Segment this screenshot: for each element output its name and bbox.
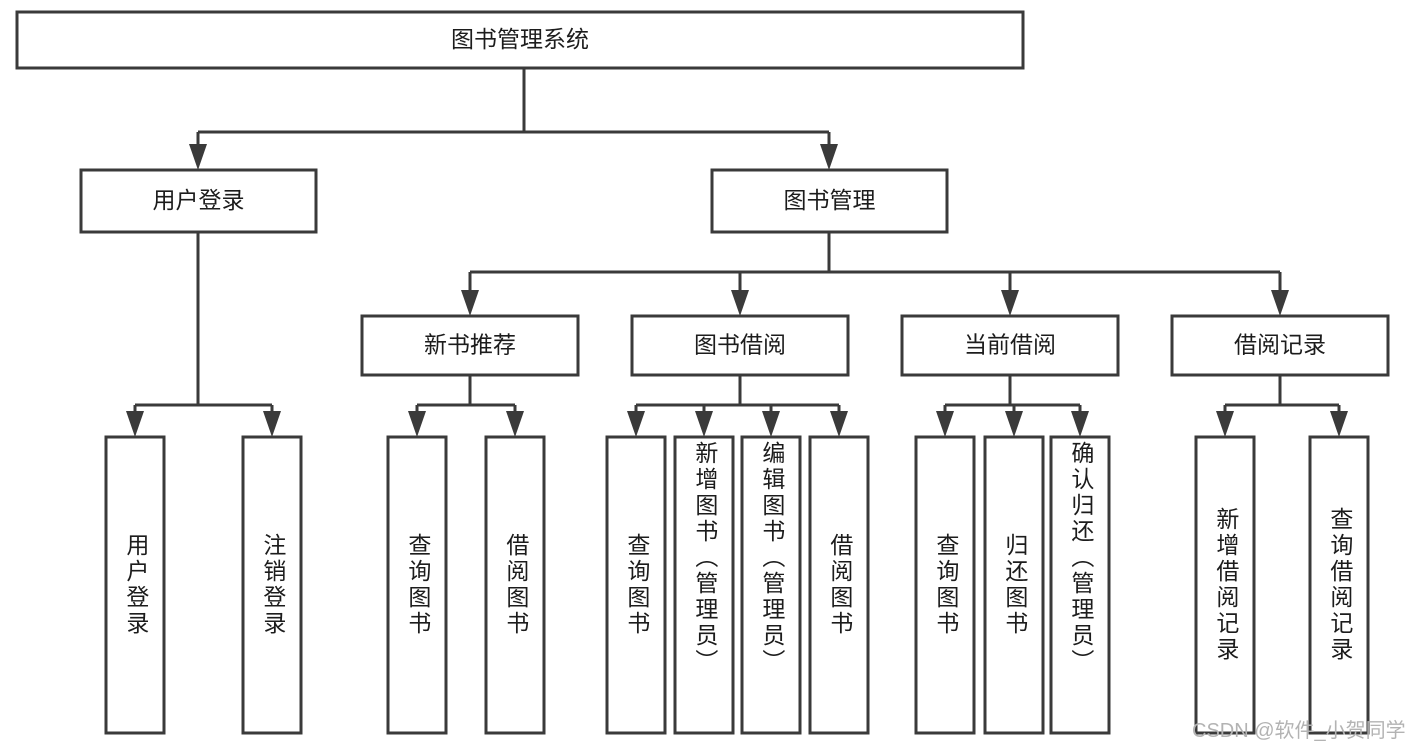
arrow-head-icon bbox=[189, 144, 207, 170]
arrow-head-icon bbox=[1005, 411, 1023, 437]
arrow-head-icon bbox=[695, 411, 713, 437]
level3-node-borrow-record[interactable]: 借阅记录 bbox=[1170, 314, 1390, 377]
arrow-head-icon bbox=[1330, 411, 1348, 437]
level2-node-book-manage[interactable]: 图书管理 bbox=[710, 168, 949, 234]
node-rect[interactable] bbox=[808, 435, 870, 735]
root-node-root[interactable]: 图书管理系统 bbox=[15, 10, 1025, 70]
arrow-head-icon bbox=[1216, 411, 1234, 437]
leaf-node-leaf-query-book-3[interactable] bbox=[914, 435, 976, 735]
node-rect[interactable] bbox=[1049, 435, 1111, 735]
node-label: 图书借阅 bbox=[694, 332, 786, 358]
connector-userlogin-to-leaves bbox=[126, 232, 281, 437]
arrow-head-icon bbox=[506, 411, 524, 437]
leaf-node-leaf-query-book-1[interactable] bbox=[386, 435, 448, 735]
arrow-head-icon bbox=[762, 411, 780, 437]
leaf-node-leaf-add-record[interactable] bbox=[1194, 435, 1256, 735]
arrow-head-icon bbox=[1071, 411, 1089, 437]
node-label: 用户登录 bbox=[153, 187, 245, 213]
level2-node-user-login[interactable]: 用户登录 bbox=[79, 168, 318, 234]
node-rect[interactable] bbox=[1170, 314, 1390, 377]
node-rect[interactable] bbox=[15, 10, 1025, 70]
node-rect[interactable] bbox=[914, 435, 976, 735]
level3-node-book-borrow[interactable]: 图书借阅 bbox=[630, 314, 850, 377]
node-rect[interactable] bbox=[484, 435, 546, 735]
watermark-text: CSDN @软件_小贺同学 bbox=[1192, 720, 1405, 742]
leaf-node-leaf-query-book-2[interactable] bbox=[605, 435, 667, 735]
node-rect[interactable] bbox=[241, 435, 303, 735]
leaf-node-leaf-query-record[interactable] bbox=[1308, 435, 1370, 735]
node-rect[interactable] bbox=[740, 435, 802, 735]
arrow-head-icon bbox=[820, 144, 838, 170]
node-rect[interactable] bbox=[79, 168, 318, 234]
arrow-head-icon bbox=[263, 411, 281, 437]
arrow-head-icon bbox=[1271, 290, 1289, 316]
node-rect[interactable] bbox=[630, 314, 850, 377]
node-label: 图书管理 bbox=[784, 187, 876, 213]
node-rect[interactable] bbox=[900, 314, 1120, 377]
node-rect[interactable] bbox=[360, 314, 580, 377]
arrow-head-icon bbox=[126, 411, 144, 437]
arrow-head-icon bbox=[936, 411, 954, 437]
connector-bookmanage-to-level3 bbox=[461, 232, 1289, 316]
node-rect[interactable] bbox=[710, 168, 949, 234]
connector-root-to-level2 bbox=[189, 68, 838, 170]
leaf-node-leaf-add-book[interactable] bbox=[673, 435, 735, 735]
node-rect[interactable] bbox=[386, 435, 448, 735]
connector-current-to-leaves bbox=[936, 375, 1089, 437]
connector-recommend-to-leaves bbox=[408, 375, 524, 437]
leaf-node-leaf-borrow-book-2[interactable] bbox=[808, 435, 870, 735]
node-rect[interactable] bbox=[983, 435, 1045, 735]
leaf-node-leaf-borrow-book-1[interactable] bbox=[484, 435, 546, 735]
arrow-head-icon bbox=[627, 411, 645, 437]
leaf-node-leaf-return-book[interactable] bbox=[983, 435, 1045, 735]
level3-node-current-borrow[interactable]: 当前借阅 bbox=[900, 314, 1120, 377]
arrow-head-icon bbox=[830, 411, 848, 437]
node-label: 新书推荐 bbox=[424, 332, 516, 358]
connector-borrow-to-leaves bbox=[627, 375, 848, 437]
arrow-head-icon bbox=[461, 290, 479, 316]
level3-node-new-book-recommend[interactable]: 新书推荐 bbox=[360, 314, 580, 377]
arrow-head-icon bbox=[731, 290, 749, 316]
node-rect[interactable] bbox=[605, 435, 667, 735]
leaf-node-leaf-user-login[interactable] bbox=[104, 435, 166, 735]
node-label: 图书管理系统 bbox=[451, 26, 589, 52]
leaf-node-leaf-logout[interactable] bbox=[241, 435, 303, 735]
arrow-head-icon bbox=[1001, 290, 1019, 316]
node-rect[interactable] bbox=[1194, 435, 1256, 735]
node-rect[interactable] bbox=[104, 435, 166, 735]
connector-record-to-leaves bbox=[1216, 375, 1348, 437]
node-label: 借阅记录 bbox=[1234, 332, 1326, 358]
leaf-node-leaf-confirm-return[interactable] bbox=[1049, 435, 1111, 735]
node-rect[interactable] bbox=[673, 435, 735, 735]
node-label: 当前借阅 bbox=[964, 332, 1056, 358]
arrow-head-icon bbox=[408, 411, 426, 437]
node-rect[interactable] bbox=[1308, 435, 1370, 735]
leaf-node-leaf-edit-book[interactable] bbox=[740, 435, 802, 735]
